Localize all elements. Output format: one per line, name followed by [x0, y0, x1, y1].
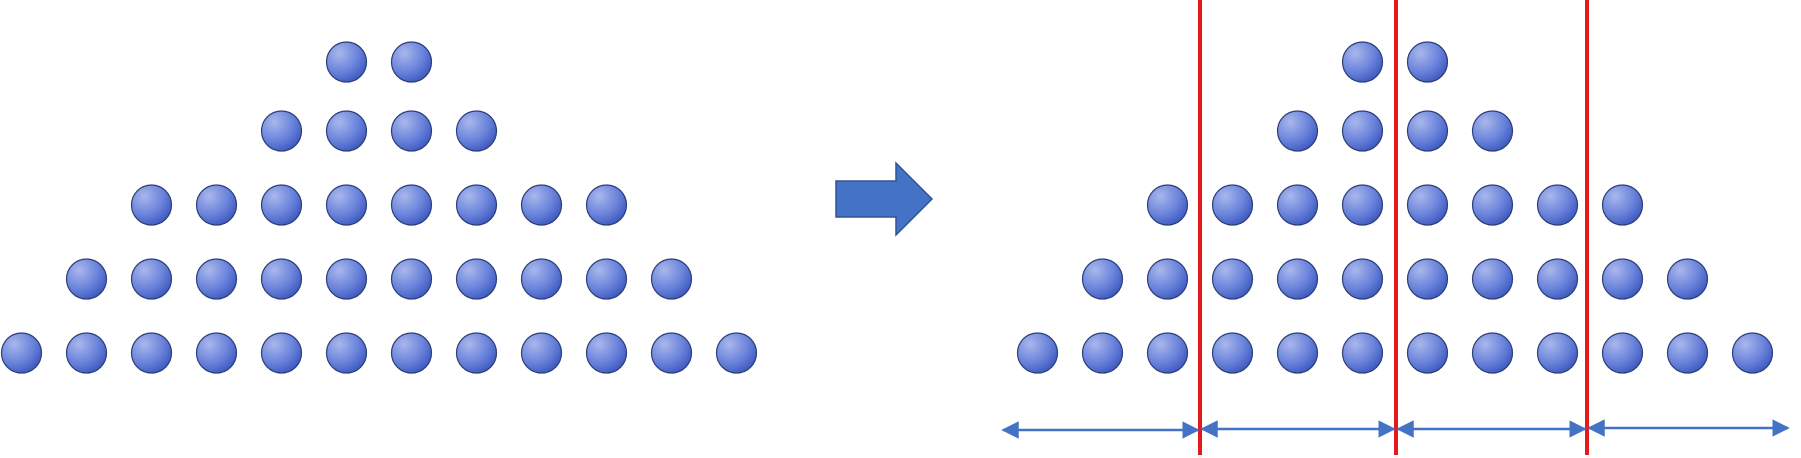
- left-ball-r5-c12: [715, 332, 758, 374]
- left-ball-r3-c8: [585, 184, 628, 226]
- right-ball-r2-c2: [1341, 110, 1384, 152]
- left-ball-r4-c7: [455, 258, 498, 300]
- right-ball-r3-c3: [1276, 184, 1319, 226]
- right-ball-r2-c1: [1276, 110, 1319, 152]
- right-ball-r5-c5: [1276, 332, 1319, 374]
- right-ball-r5-c3: [1146, 332, 1189, 374]
- left-ball-r4-c1: [65, 258, 108, 300]
- right-ball-r3-c2: [1211, 184, 1254, 226]
- right-ball-r5-c4: [1211, 332, 1254, 374]
- left-ball-r2-c2: [325, 110, 368, 152]
- right-block-arrow-icon: [835, 161, 934, 237]
- right-ball-r4-c3: [1211, 258, 1254, 300]
- right-ball-r5-c1: [1016, 332, 1059, 374]
- left-ball-r5-c8: [455, 332, 498, 374]
- left-ball-r2-c4: [455, 110, 498, 152]
- left-ball-r2-c3: [390, 110, 433, 152]
- left-ball-r5-c4: [195, 332, 238, 374]
- right-ball-r2-c3: [1406, 110, 1449, 152]
- left-ball-r5-c9: [520, 332, 563, 374]
- left-ball-r5-c1: [0, 332, 43, 374]
- right-ball-r3-c6: [1471, 184, 1514, 226]
- left-ball-r5-c2: [65, 332, 108, 374]
- left-ball-r2-c1: [260, 110, 303, 152]
- left-ball-r1-c2: [390, 41, 433, 83]
- right-ball-r1-c2: [1406, 41, 1449, 83]
- left-pyramid: [0, 41, 758, 374]
- right-ball-r4-c2: [1146, 258, 1189, 300]
- right-ball-r5-c11: [1666, 332, 1709, 374]
- left-ball-r1-c1: [325, 41, 368, 83]
- right-ball-r4-c4: [1276, 258, 1319, 300]
- left-ball-r4-c9: [585, 258, 628, 300]
- left-ball-r4-c8: [520, 258, 563, 300]
- right-ball-r1-c1: [1341, 41, 1384, 83]
- left-ball-r3-c5: [390, 184, 433, 226]
- right-ball-r3-c5: [1406, 184, 1449, 226]
- left-ball-r4-c10: [650, 258, 693, 300]
- left-ball-r5-c5: [260, 332, 303, 374]
- left-ball-r4-c6: [390, 258, 433, 300]
- left-ball-r3-c6: [455, 184, 498, 226]
- right-ball-r3-c8: [1601, 184, 1644, 226]
- left-ball-r3-c3: [260, 184, 303, 226]
- partition-dividers: [1198, 0, 1589, 455]
- left-ball-r4-c3: [195, 258, 238, 300]
- right-ball-r4-c10: [1666, 258, 1709, 300]
- transform-arrow: [835, 161, 934, 237]
- right-ball-r5-c2: [1081, 332, 1124, 374]
- left-ball-r3-c1: [130, 184, 173, 226]
- left-ball-r3-c2: [195, 184, 238, 226]
- left-ball-r5-c3: [130, 332, 173, 374]
- interval-arrows: [1001, 419, 1790, 439]
- right-ball-r2-c4: [1471, 110, 1514, 152]
- right-ball-r4-c6: [1406, 258, 1449, 300]
- left-ball-r5-c10: [585, 332, 628, 374]
- right-ball-r4-c8: [1536, 258, 1579, 300]
- right-ball-r4-c5: [1341, 258, 1384, 300]
- right-ball-r5-c9: [1536, 332, 1579, 374]
- right-ball-r3-c1: [1146, 184, 1189, 226]
- right-ball-r3-c7: [1536, 184, 1579, 226]
- right-ball-r3-c4: [1341, 184, 1384, 226]
- left-ball-r5-c11: [650, 332, 693, 374]
- right-ball-r4-c7: [1471, 258, 1514, 300]
- right-ball-r5-c10: [1601, 332, 1644, 374]
- right-ball-r5-c12: [1731, 332, 1774, 374]
- left-ball-r4-c4: [260, 258, 303, 300]
- left-ball-r3-c4: [325, 184, 368, 226]
- left-ball-r5-c6: [325, 332, 368, 374]
- right-ball-r5-c7: [1406, 332, 1449, 374]
- right-ball-r4-c1: [1081, 258, 1124, 300]
- right-ball-r5-c6: [1341, 332, 1384, 374]
- right-pyramid: [1016, 41, 1774, 374]
- left-ball-r3-c7: [520, 184, 563, 226]
- left-ball-r4-c2: [130, 258, 173, 300]
- right-ball-r5-c8: [1471, 332, 1514, 374]
- right-ball-r4-c9: [1601, 258, 1644, 300]
- left-ball-r4-c5: [325, 258, 368, 300]
- left-ball-r5-c7: [390, 332, 433, 374]
